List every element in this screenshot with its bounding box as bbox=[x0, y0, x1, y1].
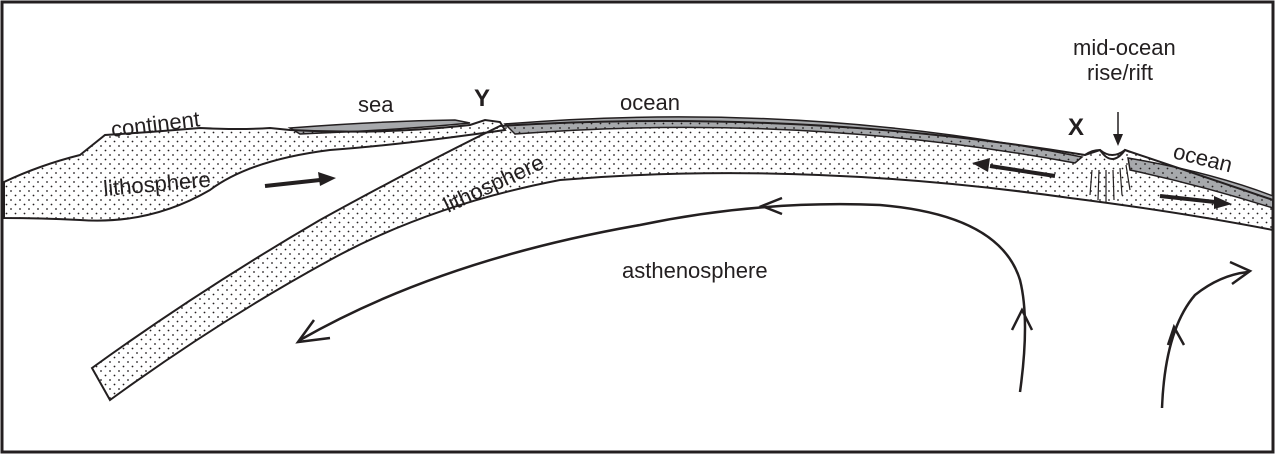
mid-ocean-label: mid-ocean bbox=[1073, 35, 1176, 60]
point-y-label: Y bbox=[474, 85, 490, 112]
sea-label: sea bbox=[358, 92, 394, 117]
point-x-label: X bbox=[1068, 114, 1084, 141]
ocean-label: ocean bbox=[620, 90, 680, 115]
asthenosphere-label: asthenosphere bbox=[622, 258, 768, 283]
rise-rift-label: rise/rift bbox=[1087, 60, 1153, 85]
